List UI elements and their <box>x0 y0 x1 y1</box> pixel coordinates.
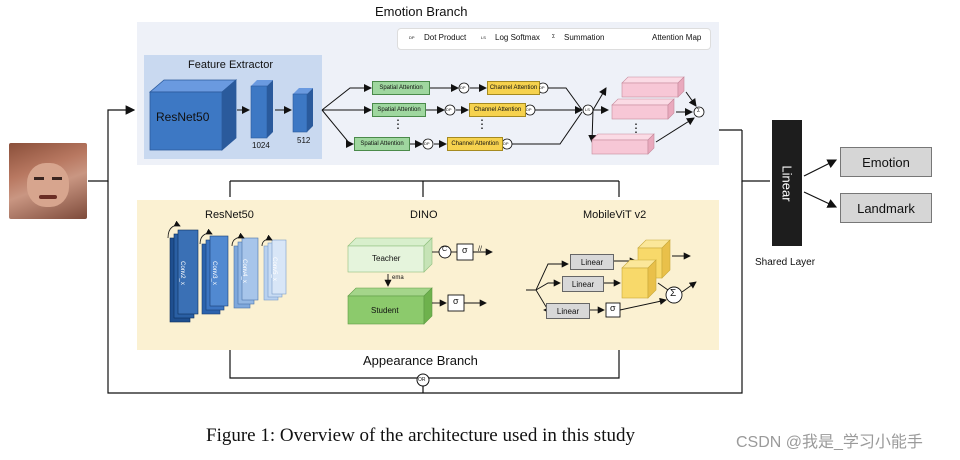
teacher-label: Teacher <box>372 254 401 263</box>
dp-symbol-6: DP <box>503 141 509 146</box>
svg-text:⋮: ⋮ <box>476 117 488 131</box>
conv4-label: Conv4_x <box>240 259 247 283</box>
feature-extractor-title: Feature Extractor <box>188 59 273 71</box>
shared-layer-label: Shared Layer <box>755 257 816 268</box>
legend-ls-symbol: LS <box>481 35 486 40</box>
channel-attention-3: Channel Attention <box>447 137 503 151</box>
spatial-attention-1: Spatial Attention <box>372 81 430 95</box>
legend-attention-map: Attention Map <box>652 33 702 42</box>
conv2-label: Conv2_x <box>178 261 185 285</box>
mobilevit-linear-1: Linear <box>570 254 614 270</box>
dp-symbol-4: DP <box>539 85 545 90</box>
conv-stack-5 <box>263 239 287 301</box>
dp-symbol-1: DP <box>460 85 466 90</box>
appearance-dino-panel <box>345 200 535 350</box>
legend-sum-symbol: Σ <box>552 34 556 40</box>
emotion-output: Emotion <box>840 147 932 177</box>
teacher-sigma: σ <box>462 245 468 255</box>
dino-title: DINO <box>410 209 438 221</box>
stop-gradient-symbol: // <box>478 246 482 253</box>
channel-attention-2: Channel Attention <box>469 103 526 117</box>
attention-sum-symbol: Σ <box>697 108 701 114</box>
ls-symbol: LS <box>585 107 590 112</box>
conv3-label: Conv3_x <box>210 261 217 285</box>
legend-box <box>397 28 711 50</box>
legend-dot-product: Dot Product <box>424 33 467 42</box>
resnet50-fe-label: ResNet50 <box>156 110 210 124</box>
figure-caption: Figure 1: Overview of the architecture u… <box>206 425 635 446</box>
dim-1024-label: 1024 <box>252 141 270 150</box>
center-c-symbol: C <box>442 246 448 253</box>
input-face-image <box>9 143 87 219</box>
conv-stack-2 <box>169 229 199 323</box>
conv-stack-4 <box>233 237 259 309</box>
svg-text:⋮: ⋮ <box>630 121 642 135</box>
legend-summation: Summation <box>564 33 605 42</box>
student-sigma: σ <box>453 296 459 306</box>
mobilevit-linear-3: Linear <box>546 303 590 319</box>
landmark-output: Landmark <box>840 193 932 223</box>
conv5-label: Conv5_x <box>270 257 277 281</box>
spatial-attention-3: Spatial Attention <box>354 137 410 151</box>
conv-stack-3 <box>201 235 229 315</box>
ema-label: ema <box>392 275 404 281</box>
student-label: Student <box>371 306 399 315</box>
appearance-resnet-title: ResNet50 <box>205 209 254 221</box>
dp-symbol-2: DP <box>446 107 452 112</box>
legend-log-softmax: Log Softmax <box>495 33 540 42</box>
mobilevit-linear-2: Linear <box>562 276 604 292</box>
dp-symbol-3: DP <box>424 141 430 146</box>
channel-attention-1: Channel Attention <box>487 81 540 95</box>
dim-512-label: 512 <box>297 136 311 145</box>
mobilevit-sum: Σ <box>670 288 677 299</box>
mobilevit-sigma: σ <box>610 303 616 313</box>
legend-dp-symbol: DP <box>409 35 415 40</box>
shared-linear-layer: Linear <box>772 120 802 246</box>
emotion-branch-title: Emotion Branch <box>375 4 468 19</box>
dp-symbol-5: DP <box>526 107 532 112</box>
svg-text:⋮: ⋮ <box>392 117 404 131</box>
spatial-attention-2: Spatial Attention <box>372 103 426 117</box>
appearance-branch-title: Appearance Branch <box>363 353 478 368</box>
csdn-watermark: CSDN @我是_学习小能手 <box>736 434 923 451</box>
mobilevit-title: MobileViT v2 <box>583 209 647 221</box>
or-symbol: OR <box>418 377 426 383</box>
